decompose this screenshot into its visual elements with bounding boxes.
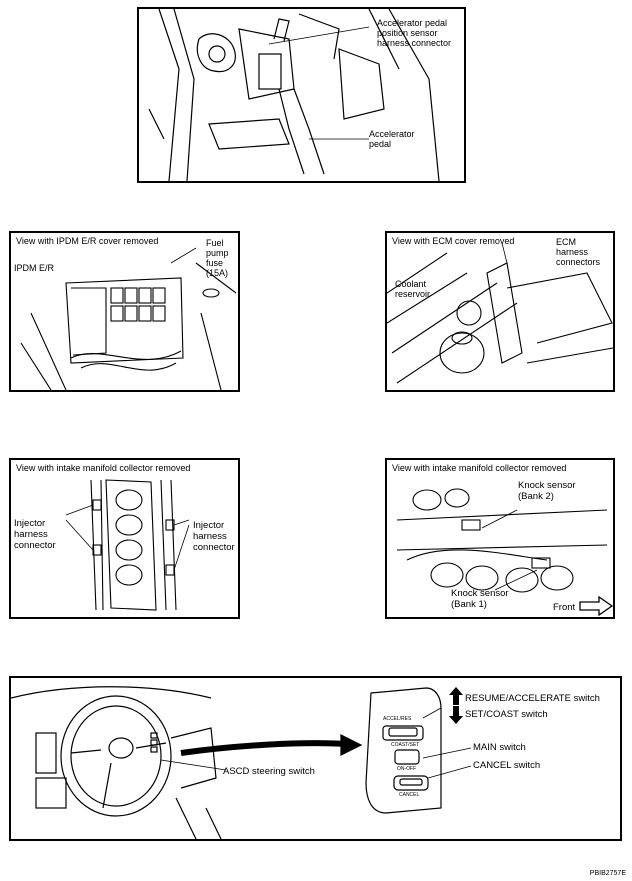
knock-bank1-label: Knock sensor (Bank 1) <box>451 588 509 610</box>
ecm-connectors-label: ECM harness connectors <box>556 237 601 267</box>
sensor-connector-label: Accelerator pedal position sensor harnes… <box>377 18 452 48</box>
accelerator-pedal-panel: Accelerator pedal position sensor harnes… <box>137 7 466 183</box>
ecm-illustration <box>387 242 613 384</box>
front-label: Front <box>553 602 576 613</box>
knock-sensor-panel: View with intake manifold collector remo… <box>385 458 615 619</box>
resume-accelerate-label: RESUME/ACCELERATE switch <box>465 693 600 704</box>
ecm-panel: View with ECM cover removed ECM harness … <box>385 231 615 392</box>
up-arrow-icon <box>449 687 463 705</box>
injector-header: View with intake manifold collector remo… <box>16 463 191 473</box>
ascd-steering-label: ASCD steering switch <box>223 766 315 777</box>
knock-bank2-label: Knock sensor (Bank 2) <box>518 480 576 502</box>
fuel-pump-fuse-label: Fuel pump fuse (15A) <box>206 238 229 278</box>
front-arrow-icon <box>579 596 613 616</box>
ipdm-panel: View with IPDM E/R cover removed IPDM E/… <box>9 231 240 392</box>
down-arrow-icon <box>449 706 463 724</box>
ascd-panel: ASCD steering switch RESUME/ACCELERATE s… <box>9 676 622 841</box>
coast-set-button-label: COAST/SET <box>391 742 420 748</box>
accelerator-pedal-label: Accelerator pedal <box>369 129 415 149</box>
ascd-illustration <box>11 686 472 839</box>
knock-sensor-illustration <box>396 488 608 593</box>
injector-illustration <box>65 479 190 611</box>
set-coast-label: SET/COAST switch <box>465 709 548 720</box>
accelerator-pedal-illustration <box>148 9 440 181</box>
figure-code: PBIB2757E <box>589 870 626 877</box>
accel-res-button-label: ACCEL/RES <box>383 716 412 722</box>
main-switch-label: MAIN switch <box>473 742 526 753</box>
injector-left-label: Injector harness connector <box>14 518 56 551</box>
ipdm-label: IPDM E/R <box>14 263 55 273</box>
injector-right-label: Injector harness connector <box>193 520 235 553</box>
ecm-header: View with ECM cover removed <box>392 236 515 246</box>
knock-header: View with intake manifold collector remo… <box>392 463 567 473</box>
ipdm-illustration <box>20 247 237 390</box>
injector-panel: View with intake manifold collector remo… <box>9 458 240 619</box>
cancel-switch-label: CANCEL switch <box>473 760 541 771</box>
on-off-button-label: ON-OFF <box>397 766 417 772</box>
ipdm-header: View with IPDM E/R cover removed <box>16 236 159 246</box>
coolant-reservoir-label: Coolant reservoir <box>395 279 431 299</box>
cancel-button-label: CANCEL <box>399 792 420 798</box>
